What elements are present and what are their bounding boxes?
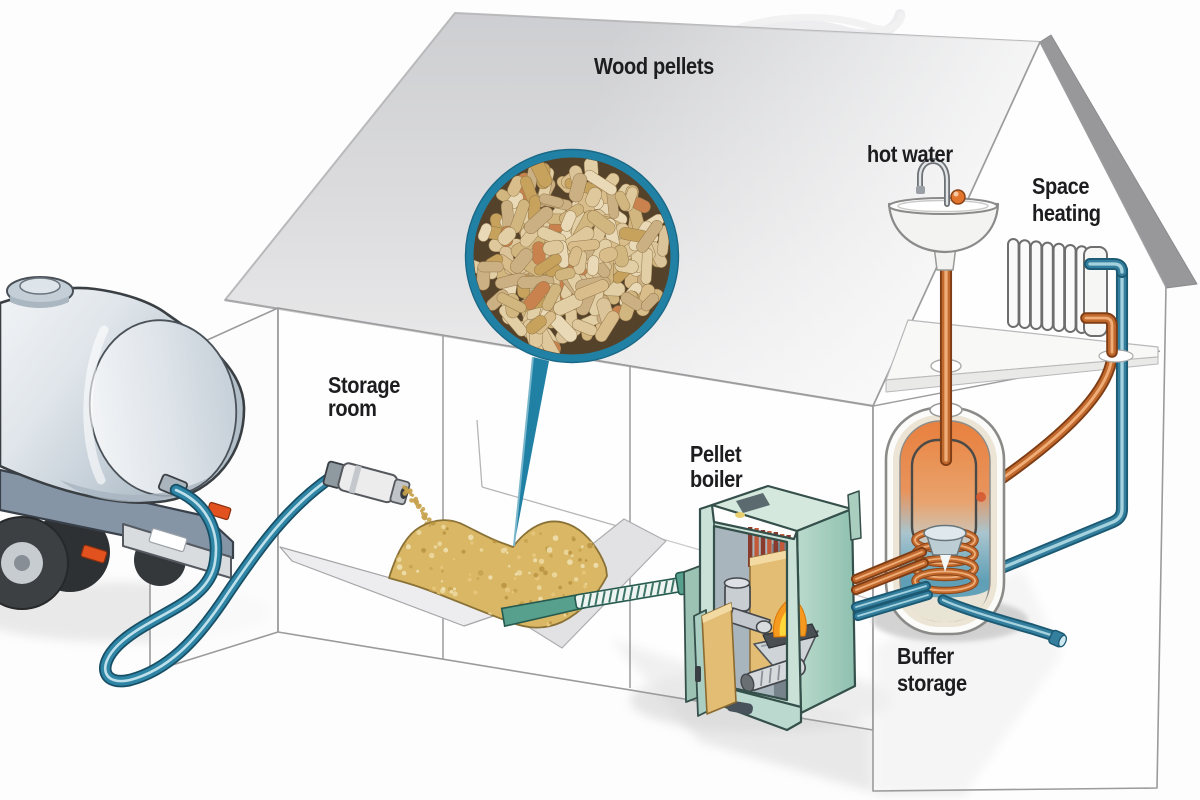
svg-text:heating: heating xyxy=(1032,200,1101,227)
svg-text:Space: Space xyxy=(1032,173,1090,200)
svg-text:Pellet: Pellet xyxy=(690,441,741,468)
svg-text:Storage: Storage xyxy=(328,372,400,399)
svg-text:Buffer: Buffer xyxy=(897,643,955,670)
svg-text:room: room xyxy=(328,395,377,422)
svg-text:Wood pellets: Wood pellets xyxy=(594,53,714,80)
svg-text:hot water: hot water xyxy=(867,141,954,168)
svg-text:storage: storage xyxy=(897,670,967,697)
svg-text:boiler: boiler xyxy=(690,466,743,493)
